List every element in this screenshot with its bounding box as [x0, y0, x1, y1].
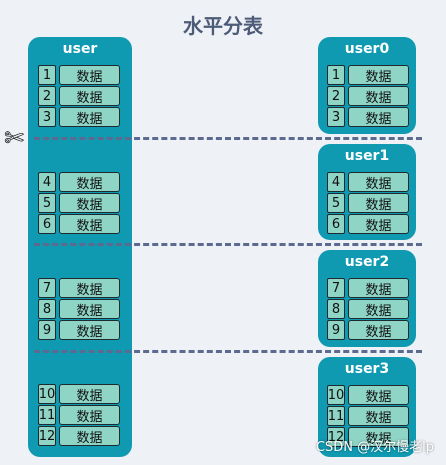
row-id: 4: [38, 172, 56, 192]
cut-line: [34, 350, 422, 353]
table-name: user: [62, 41, 98, 57]
row-data: 数据: [59, 426, 120, 446]
row-data: 数据: [348, 320, 409, 340]
row-data: 数据: [59, 384, 120, 404]
row-data: 数据: [348, 427, 409, 447]
row-data: 数据: [348, 406, 409, 426]
row-data: 数据: [348, 278, 409, 298]
row-data: 数据: [59, 172, 120, 192]
row-id: 10: [38, 384, 56, 404]
row-id: 5: [38, 193, 56, 213]
row-id: 10: [327, 385, 345, 405]
row-id: 12: [38, 426, 56, 446]
table-name: user3: [344, 361, 390, 377]
row-data: 数据: [59, 107, 120, 127]
row-id: 11: [327, 406, 345, 426]
row-data: 数据: [59, 193, 120, 213]
row-id: 6: [38, 214, 56, 234]
row-id: 9: [38, 320, 56, 340]
row-data: 数据: [348, 214, 409, 234]
row-id: 1: [38, 65, 56, 85]
scissors-icon: ✄: [4, 124, 25, 152]
row-data: 数据: [59, 299, 120, 319]
row-data: 数据: [348, 172, 409, 192]
row-data: 数据: [348, 86, 409, 106]
row-data: 数据: [59, 65, 120, 85]
row-id: 2: [38, 86, 56, 106]
table-name: user0: [344, 41, 390, 57]
row-id: 3: [38, 107, 56, 127]
row-id: 8: [327, 299, 345, 319]
row-id: 6: [327, 214, 345, 234]
row-id: 7: [38, 278, 56, 298]
row-data: 数据: [348, 107, 409, 127]
row-id: 4: [327, 172, 345, 192]
row-id: 12: [327, 427, 345, 447]
row-id: 5: [327, 193, 345, 213]
row-data: 数据: [348, 299, 409, 319]
row-data: 数据: [59, 320, 120, 340]
row-id: 7: [327, 278, 345, 298]
row-data: 数据: [348, 385, 409, 405]
row-id: 2: [327, 86, 345, 106]
row-id: 9: [327, 320, 345, 340]
row-id: 3: [327, 107, 345, 127]
row-data: 数据: [348, 193, 409, 213]
diagram-title: 水平分表: [183, 14, 263, 38]
row-data: 数据: [59, 405, 120, 425]
cut-line: [34, 137, 422, 140]
row-data: 数据: [59, 278, 120, 298]
table-name: user2: [344, 254, 390, 270]
row-data: 数据: [348, 65, 409, 85]
row-id: 11: [38, 405, 56, 425]
row-id: 1: [327, 65, 345, 85]
row-data: 数据: [59, 214, 120, 234]
table-name: user1: [344, 148, 390, 164]
watermark: CSDN @汉尔慢老lp: [315, 440, 434, 455]
row-id: 8: [38, 299, 56, 319]
row-data: 数据: [59, 86, 120, 106]
cut-line: [34, 243, 422, 246]
